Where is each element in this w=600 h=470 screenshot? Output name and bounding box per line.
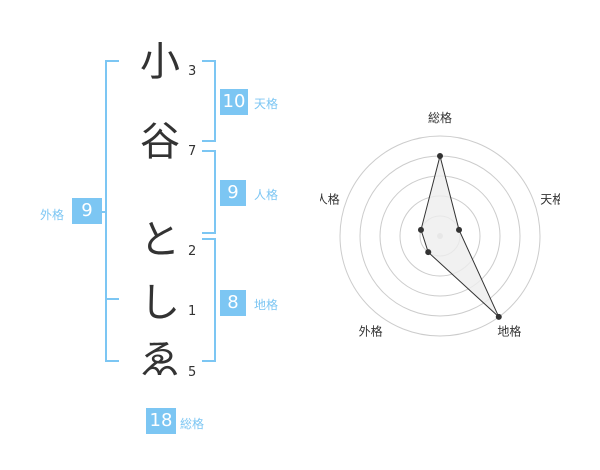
jinkaku-bracket [202,150,216,234]
name-char-5: ゑ [140,337,180,383]
name-char-4: し [140,280,180,326]
radar-ring-5 [339,135,541,337]
jinkaku-label: 人格 [254,188,279,202]
jinkaku-value-badge: 9 [220,180,246,206]
radar-point-2 [456,226,463,233]
tenkaku-label: 天格 [254,97,279,111]
name-char-3: と [140,217,180,263]
radar-point-1 [437,153,443,159]
radar-axis-label-3: 地格 [497,324,521,339]
stroke-count-2: 7 [188,144,197,159]
radar-axis-label-5: 人格 [320,192,340,207]
gaikaku-value-badge: 9 [72,198,102,224]
radar-axis-label-4: 外格 [359,324,383,339]
radar-point-3 [495,313,502,320]
stroke-count-1: 3 [188,64,197,79]
gaikaku-label: 外格 [40,208,65,222]
radar-points [417,153,502,320]
soukaku-label: 総格 [180,417,205,431]
radar-axis-label-2: 天格 [540,192,560,207]
chikaku-value-badge: 8 [220,290,246,316]
stroke-count-4: 1 [188,304,197,319]
chikaku-label: 地格 [254,298,279,312]
stroke-count-3: 2 [188,244,197,259]
tenkaku-value-badge: 10 [220,89,248,115]
name-char-1: 小 [140,39,180,85]
radar-series-shape [420,155,500,318]
radar-axis-label-1: 総格 [428,110,452,125]
stroke-count-5: 5 [188,365,197,380]
gaikaku-bracket-bottom [105,298,119,362]
soukaku-value-badge: 18 [146,408,176,434]
radar-point-4 [425,249,432,256]
name-char-2: 谷 [140,119,180,165]
radar-point-5 [417,226,424,233]
tenkaku-bracket [202,60,216,142]
chikaku-bracket [202,238,216,362]
gaikaku-bracket-top [105,60,119,300]
